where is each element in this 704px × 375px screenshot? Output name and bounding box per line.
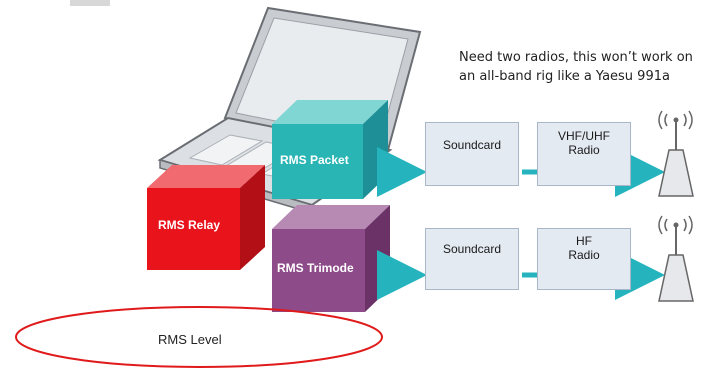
soundcard-label-top: Soundcard	[442, 138, 502, 152]
rms-level-label: RMS Level	[158, 332, 222, 347]
hf-radio-box: HF Radio	[537, 228, 631, 290]
soundcard-label-bottom: Soundcard	[442, 242, 502, 256]
rms-level-ellipse	[15, 306, 383, 368]
antenna-icon-bottom	[658, 215, 694, 302]
antenna-icon-top	[658, 110, 694, 197]
rms-packet-label: RMS Packet	[280, 153, 349, 167]
rms-relay-label: RMS Relay	[158, 218, 221, 232]
rms-trimode-label: RMS Trimode	[277, 261, 354, 275]
rms-trimode-cube	[272, 205, 390, 312]
soundcard-box-top: Soundcard	[425, 122, 519, 186]
note-line-1: Need two radios, this won’t work on	[459, 50, 693, 65]
vhf-uhf-label: VHF/UHF	[558, 129, 610, 143]
radio-label-bottom: Radio	[568, 248, 600, 262]
soundcard-box-bottom: Soundcard	[425, 228, 519, 290]
rms-packet-cube	[272, 100, 388, 199]
note-line-2: an all-band rig like a Yaesu 991a	[459, 69, 670, 84]
vhf-uhf-radio-box: VHF/UHF Radio	[537, 122, 631, 186]
note-text: Need two radios, this won’t work on an a…	[459, 48, 693, 86]
hf-label: HF	[576, 234, 592, 248]
corner-mark	[70, 0, 110, 6]
radio-label-top: Radio	[568, 143, 600, 157]
rms-relay-cube	[147, 165, 265, 270]
